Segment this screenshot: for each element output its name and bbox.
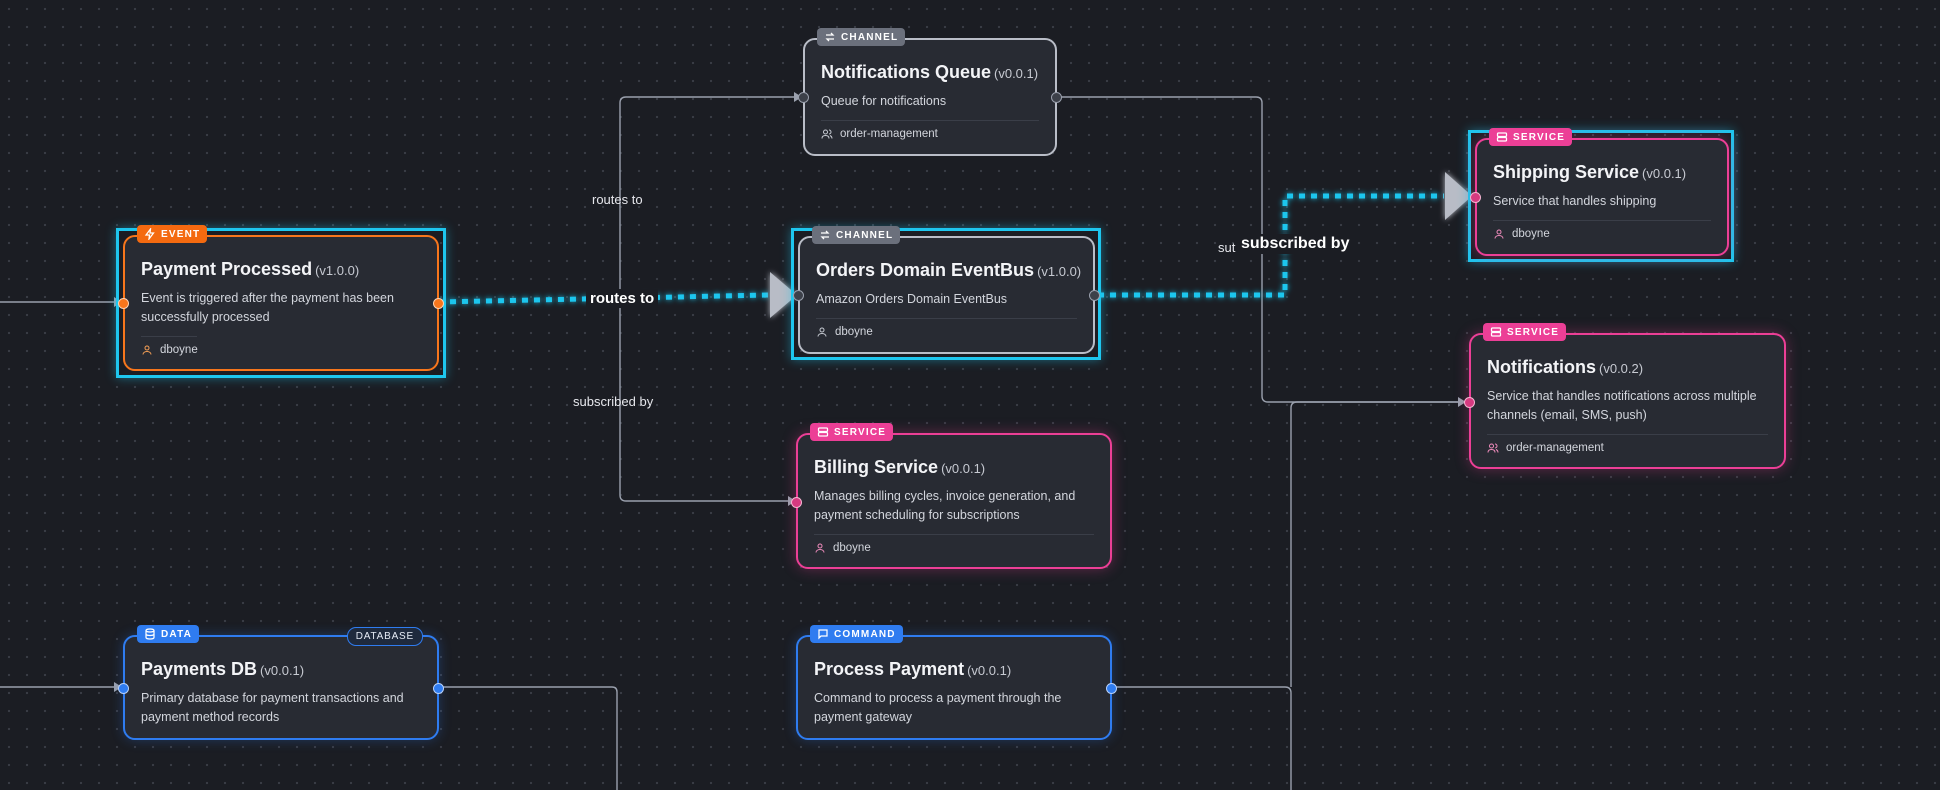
edge-label-subscribed-by-active: subscribed by	[1237, 234, 1354, 254]
node-owner: order-management	[821, 128, 1039, 140]
node-title: Payment Processed(v1.0.0)	[141, 259, 360, 279]
database-type-badge: DATABASE	[346, 627, 423, 646]
edge-payments-db-out[interactable]	[438, 686, 618, 790]
node-description: Manages billing cycles, invoice generati…	[814, 489, 1076, 522]
node-owner: dboyne	[814, 542, 1094, 554]
node-title: Billing Service(v0.0.1)	[814, 457, 986, 477]
input-handle[interactable]	[1464, 397, 1475, 408]
arrows-exchange-icon	[820, 230, 830, 240]
node-title: Shipping Service(v0.0.1)	[1493, 162, 1687, 182]
edge-label-routes-to-active: routes to	[586, 289, 659, 308]
users-icon	[1487, 443, 1499, 453]
node-badge: SERVICE	[1483, 323, 1567, 341]
output-handle[interactable]	[433, 683, 444, 694]
arrows-exchange-icon	[825, 32, 835, 42]
node-description: Queue for notifications	[821, 94, 947, 108]
node-title: Payments DB(v0.0.1)	[141, 659, 305, 679]
user-icon	[815, 543, 825, 553]
edge-eventbus-to-notifications-queue[interactable]	[619, 96, 798, 300]
output-handle[interactable]	[433, 298, 444, 309]
server-icon	[1496, 132, 1508, 142]
edge-process-payment-out[interactable]	[1112, 686, 1292, 790]
database-icon	[145, 628, 155, 640]
node-description: Service that handles shipping	[1493, 194, 1657, 208]
edge-notifications-down[interactable]	[1290, 401, 1462, 687]
output-handle[interactable]	[1106, 683, 1117, 694]
node-owner: dboyne	[1493, 228, 1711, 240]
node-payments-db[interactable]: DATA DATABASE Payments DB(v0.0.1) Primar…	[118, 625, 444, 740]
arrow-shipping	[1445, 172, 1472, 220]
edge-payment-to-eventbus[interactable]	[437, 292, 771, 305]
node-owner: dboyne	[141, 344, 421, 356]
node-process-payment[interactable]: COMMAND Process Payment(v0.0.1) Command …	[796, 625, 1117, 740]
edge-label-routes-to: routes to	[592, 192, 643, 207]
input-handle[interactable]	[1470, 192, 1481, 203]
node-payment-processed[interactable]: EVENT Payment Processed(v1.0.0) Event is…	[118, 225, 444, 371]
edge-label-subscribed-by: subscribed by	[573, 394, 654, 409]
node-description: Service that handles notifications acros…	[1487, 389, 1757, 422]
edge-label-subscribed-by-partial: sut	[1218, 240, 1236, 255]
edge-eventbus-to-shipping[interactable]	[1098, 193, 1444, 298]
node-badge: CHANNEL	[812, 226, 901, 244]
node-badge: SERVICE	[1489, 128, 1573, 146]
node-badge: SERVICE	[810, 423, 894, 441]
bolt-icon	[144, 228, 155, 240]
node-orders-domain-eventbus[interactable]: CHANNEL Orders Domain EventBus(v1.0.0) A…	[793, 226, 1100, 354]
server-icon	[817, 427, 829, 437]
node-billing-service[interactable]: SERVICE Billing Service(v0.0.1) Manages …	[791, 423, 1112, 569]
output-handle[interactable]	[1051, 92, 1062, 103]
node-title: Process Payment(v0.0.1)	[814, 659, 1012, 679]
users-icon	[821, 129, 833, 139]
node-badge: EVENT	[137, 225, 208, 243]
node-description: Command to process a payment through the…	[814, 691, 1062, 724]
server-icon	[1490, 327, 1502, 337]
node-title: Notifications Queue(v0.0.1)	[821, 62, 1039, 82]
node-owner: order-management	[1487, 442, 1768, 454]
user-icon	[142, 345, 152, 355]
node-notifications[interactable]: SERVICE Notifications(v0.0.2) Service th…	[1464, 323, 1786, 469]
node-notifications-queue[interactable]: CHANNEL Notifications Queue(v0.0.1) Queu…	[798, 28, 1062, 156]
input-handle[interactable]	[791, 497, 802, 508]
arrow-eventbus	[770, 272, 797, 318]
selection-shipping-service	[1468, 130, 1734, 262]
input-handle[interactable]	[118, 683, 129, 694]
input-handle[interactable]	[793, 290, 804, 301]
node-description: Amazon Orders Domain EventBus	[816, 292, 1008, 306]
node-badge: COMMAND	[810, 625, 903, 643]
output-handle[interactable]	[1089, 290, 1100, 301]
message-icon	[818, 629, 828, 640]
input-handle[interactable]	[798, 92, 809, 103]
node-owner: dboyne	[816, 326, 1077, 338]
node-badge: CHANNEL	[817, 28, 906, 46]
node-title: Notifications(v0.0.2)	[1487, 357, 1644, 377]
edge-payment-to-billing[interactable]	[619, 300, 792, 502]
input-handle[interactable]	[118, 298, 129, 309]
user-icon	[1494, 229, 1504, 239]
node-title: Orders Domain EventBus(v1.0.0)	[816, 260, 1082, 280]
node-badge: DATA	[137, 625, 200, 643]
user-icon	[817, 327, 827, 337]
node-description: Event is triggered after the payment has…	[141, 291, 394, 324]
node-shipping-service[interactable]: SERVICE Shipping Service(v0.0.1) Service…	[1470, 128, 1729, 256]
selection-payment-processed	[116, 228, 446, 378]
node-description: Primary database for payment transaction…	[141, 691, 404, 724]
